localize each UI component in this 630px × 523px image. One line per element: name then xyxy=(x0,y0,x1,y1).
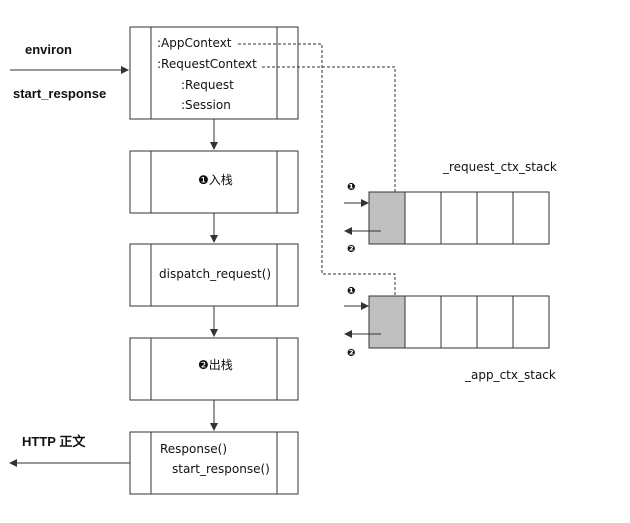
app-ctx-stack-name: _app_ctx_stack xyxy=(465,368,556,382)
push-step-label: ❶入栈 xyxy=(198,173,233,187)
start-response-call-label: start_response() xyxy=(172,462,270,476)
request-stack-push-marker: ❶ xyxy=(347,182,356,193)
app-stack-push-marker: ❶ xyxy=(347,286,356,297)
dispatch-box xyxy=(129,243,299,307)
http-body-label: HTTP 正文 xyxy=(22,434,86,449)
dashed-app-context-link xyxy=(238,43,399,315)
request-ctx-stack-name: _request_ctx_stack xyxy=(443,160,557,174)
response-label: Response() xyxy=(160,442,227,456)
session-label: :Session xyxy=(181,98,231,112)
environ-label: environ xyxy=(25,42,72,57)
app-context-label: :AppContext xyxy=(157,36,232,50)
request-ctx-stack xyxy=(368,191,550,245)
dispatch-step-label: dispatch_request() xyxy=(159,267,272,281)
request-context-label: :RequestContext xyxy=(157,57,257,71)
stack-top-cell xyxy=(368,191,406,245)
app-stack-pop-marker: ❷ xyxy=(347,348,356,359)
app-ctx-stack xyxy=(368,295,550,349)
dashed-request-context-link xyxy=(262,66,399,213)
request-stack-pop-marker: ❷ xyxy=(347,244,356,255)
stack-top-cell xyxy=(368,295,406,349)
request-label: :Request xyxy=(181,78,234,92)
pop-step-label: ❷出栈 xyxy=(198,358,233,372)
start-response-label: start_response xyxy=(13,86,107,101)
pop-box xyxy=(129,337,299,401)
